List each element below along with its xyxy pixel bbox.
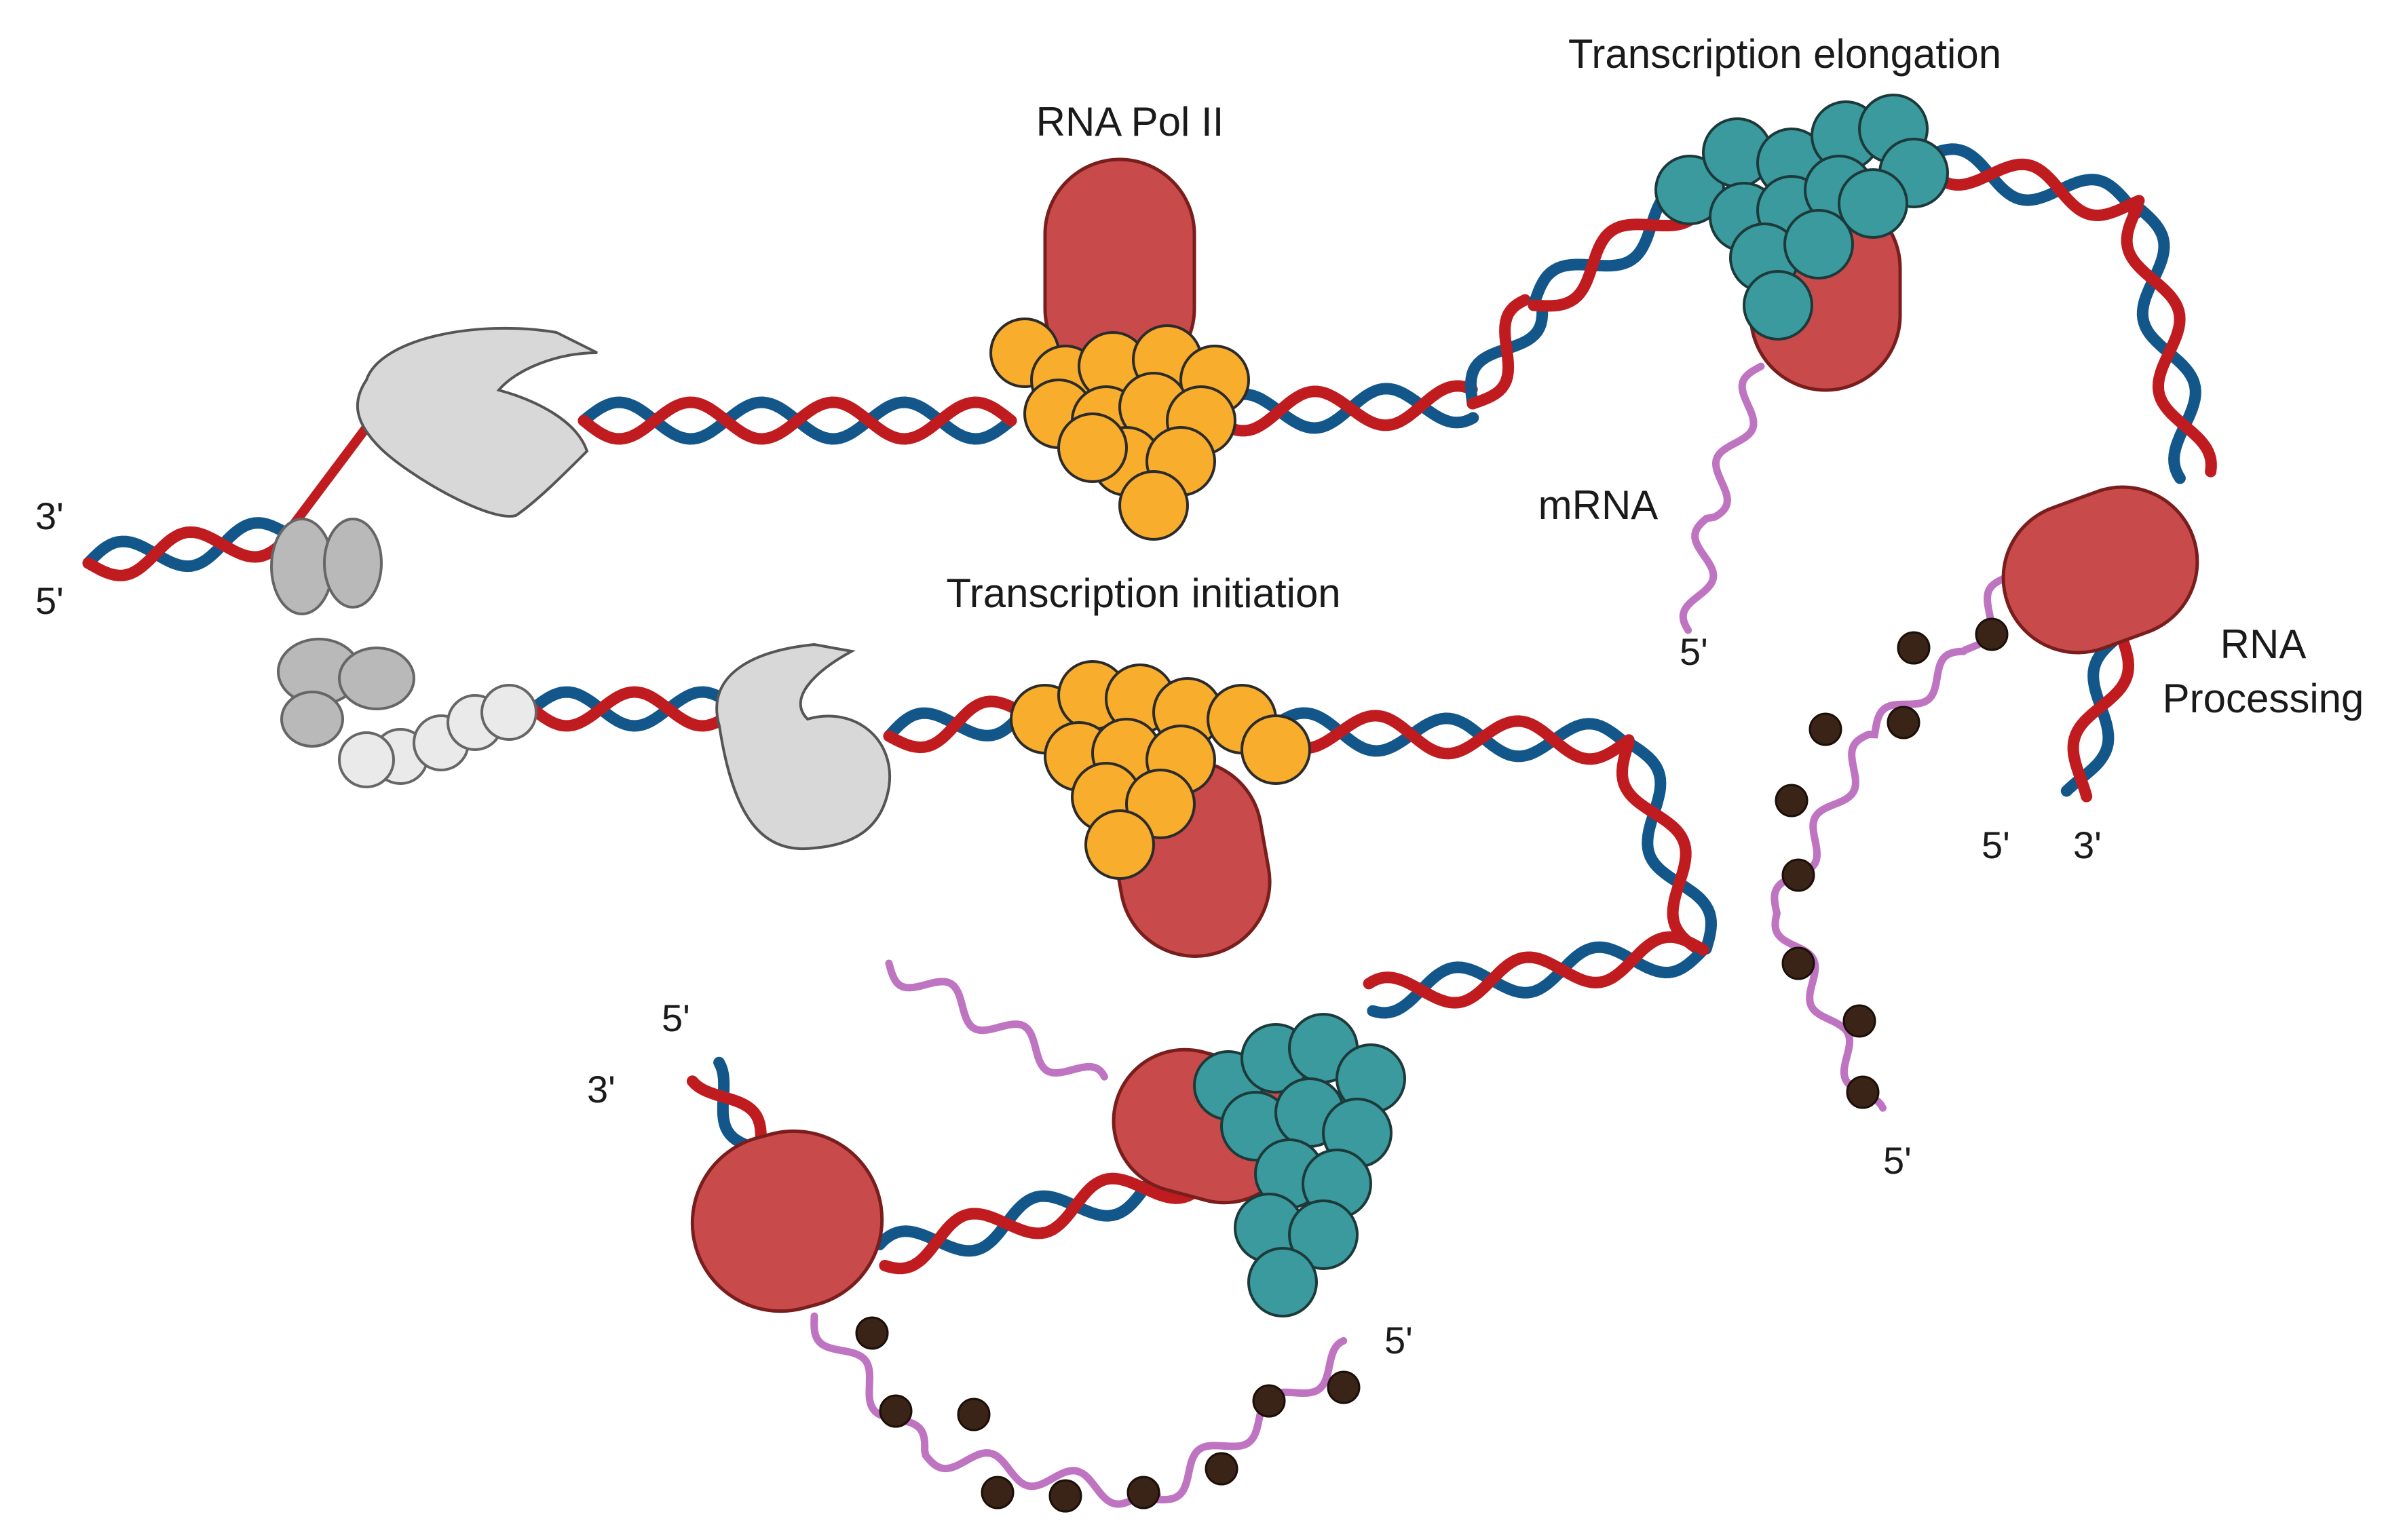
nucleosome-histone-5 (280, 691, 344, 748)
dna-upper-a-strand-a (577, 396, 1017, 445)
rna-pol-bottom-left (690, 1129, 884, 1313)
cap-bead-right-7 (1781, 946, 1815, 980)
dna-lower-a-strand-a (527, 686, 725, 732)
nucleosome-histone-2 (323, 518, 383, 609)
cap-bead-bottom-3 (957, 1398, 991, 1431)
dna-layer (82, 143, 2217, 1275)
cap-bead-bottom-4 (981, 1476, 1015, 1509)
initiation-factor-lower-6 (1241, 714, 1311, 785)
elongation-factor-upper-10 (1838, 168, 1908, 239)
cap-bead-right-9 (1846, 1075, 1880, 1109)
cap-bead-right-3 (1809, 712, 1842, 746)
nucleosome-histone-4 (338, 647, 415, 710)
dna-upper-b-strand-b (1202, 383, 1479, 434)
cap-bead-bottom-8 (1252, 1384, 1286, 1418)
label-transcription-initiation: Transcription initiation (946, 571, 1340, 616)
mrna-layer (810, 362, 2013, 1513)
nucleosome-bead-4 (480, 684, 537, 741)
cap-bead-bottom-5 (1048, 1479, 1082, 1513)
label-rna-processing-line2: Processing (2163, 676, 2364, 721)
end-label-bottom-dna-3prime: 3' (587, 1068, 616, 1111)
end-label-right-dna-5prime: 5' (1982, 824, 2010, 866)
dna-upper-d-strand-a (1528, 212, 1699, 312)
rna-pol-rna-processing (2001, 485, 2199, 655)
end-label-left-5prime: 5' (35, 579, 64, 622)
elongation-factor-lower-11 (1288, 1199, 1359, 1270)
mrna-initiation-lower (885, 959, 1108, 1081)
dna-upper-e-strand-a (1914, 153, 2145, 222)
dna-open-strand-upper (281, 424, 371, 539)
label-mrna: mRNA (1538, 482, 1659, 528)
end-label-right-dna-3prime: 3' (2073, 824, 2102, 866)
dna-left-entry-strand-b (82, 517, 290, 573)
cap-bead-bottom-7 (1205, 1452, 1238, 1486)
end-label-right-mrna-5prime: 5' (1883, 1139, 1912, 1182)
cap-bead-right-2 (1897, 631, 1931, 665)
cap-bead-bottom-2 (879, 1394, 913, 1428)
label-rna-processing-line1: RNA (2220, 621, 2307, 667)
elongation-factor-upper-12 (1783, 209, 1854, 280)
cap-bead-right-4 (1887, 706, 1920, 739)
dna-lower-e-strand-a (1363, 931, 1709, 1009)
cap-bead-bottom-1 (855, 1316, 889, 1350)
cap-bead-right-6 (1781, 858, 1815, 892)
cap-bead-bottom-9 (1327, 1370, 1361, 1404)
cap-bead-right-1 (1975, 617, 2009, 651)
elongation-factor-lower-12 (1247, 1247, 1318, 1317)
dna-lower-a-strand-b (527, 686, 725, 732)
nucleosome-bead-5 (338, 731, 395, 788)
dna-lower-b-strand-a (883, 695, 1031, 754)
dna-lower-d-strand-a (1616, 737, 1707, 957)
label-rna-pol-ii: RNA Pol II (1036, 99, 1224, 145)
dna-lower-d-strand-b (1623, 737, 1718, 955)
dna-upper-b-strand-a (1202, 380, 1478, 437)
grey-clamp-protein-upper (356, 326, 598, 518)
cap-bead-bottom-6 (1126, 1476, 1160, 1509)
initiation-factor-lower-12 (1084, 809, 1155, 880)
elongation-factor-upper-13 (1743, 270, 1813, 341)
mrna-elongation (1679, 362, 1765, 634)
initiation-factor-upper-13 (1057, 412, 1128, 483)
protein-layer (270, 94, 2199, 1317)
dna-right-down-strand-b (2132, 201, 2201, 484)
end-label-bottom-mrna-5prime: 5' (1384, 1319, 1413, 1362)
dna-lower-c-strand-b (1263, 707, 1635, 763)
grey-clamp-protein-lower (715, 642, 892, 851)
dna-left-entry-strand-a (82, 526, 292, 581)
end-label-elong-mrna-5prime: 5' (1680, 630, 1708, 673)
dna-upper-e-strand-b (1914, 143, 2142, 219)
dna-upper-d-strand-b (1528, 183, 1679, 311)
mrna-rna-processing (1770, 573, 2013, 1112)
end-label-bottom-dna-5prime: 5' (662, 997, 690, 1039)
dna-lower-e-strand-b (1367, 941, 1709, 1019)
cap-bead-right-5 (1775, 784, 1809, 817)
label-transcription-elongation: Transcription elongation (1568, 31, 2001, 77)
dna-upper-c-strand-b (1464, 305, 1549, 410)
end-label-left-3prime: 3' (35, 495, 64, 537)
dna-lower-c-strand-a (1263, 710, 1635, 765)
dna-upper-c-strand-a (1466, 294, 1531, 410)
cap-bead-right-8 (1842, 1004, 1876, 1038)
initiation-factor-upper-12 (1118, 470, 1189, 541)
dna-right-down-strand-a (2121, 201, 2217, 478)
